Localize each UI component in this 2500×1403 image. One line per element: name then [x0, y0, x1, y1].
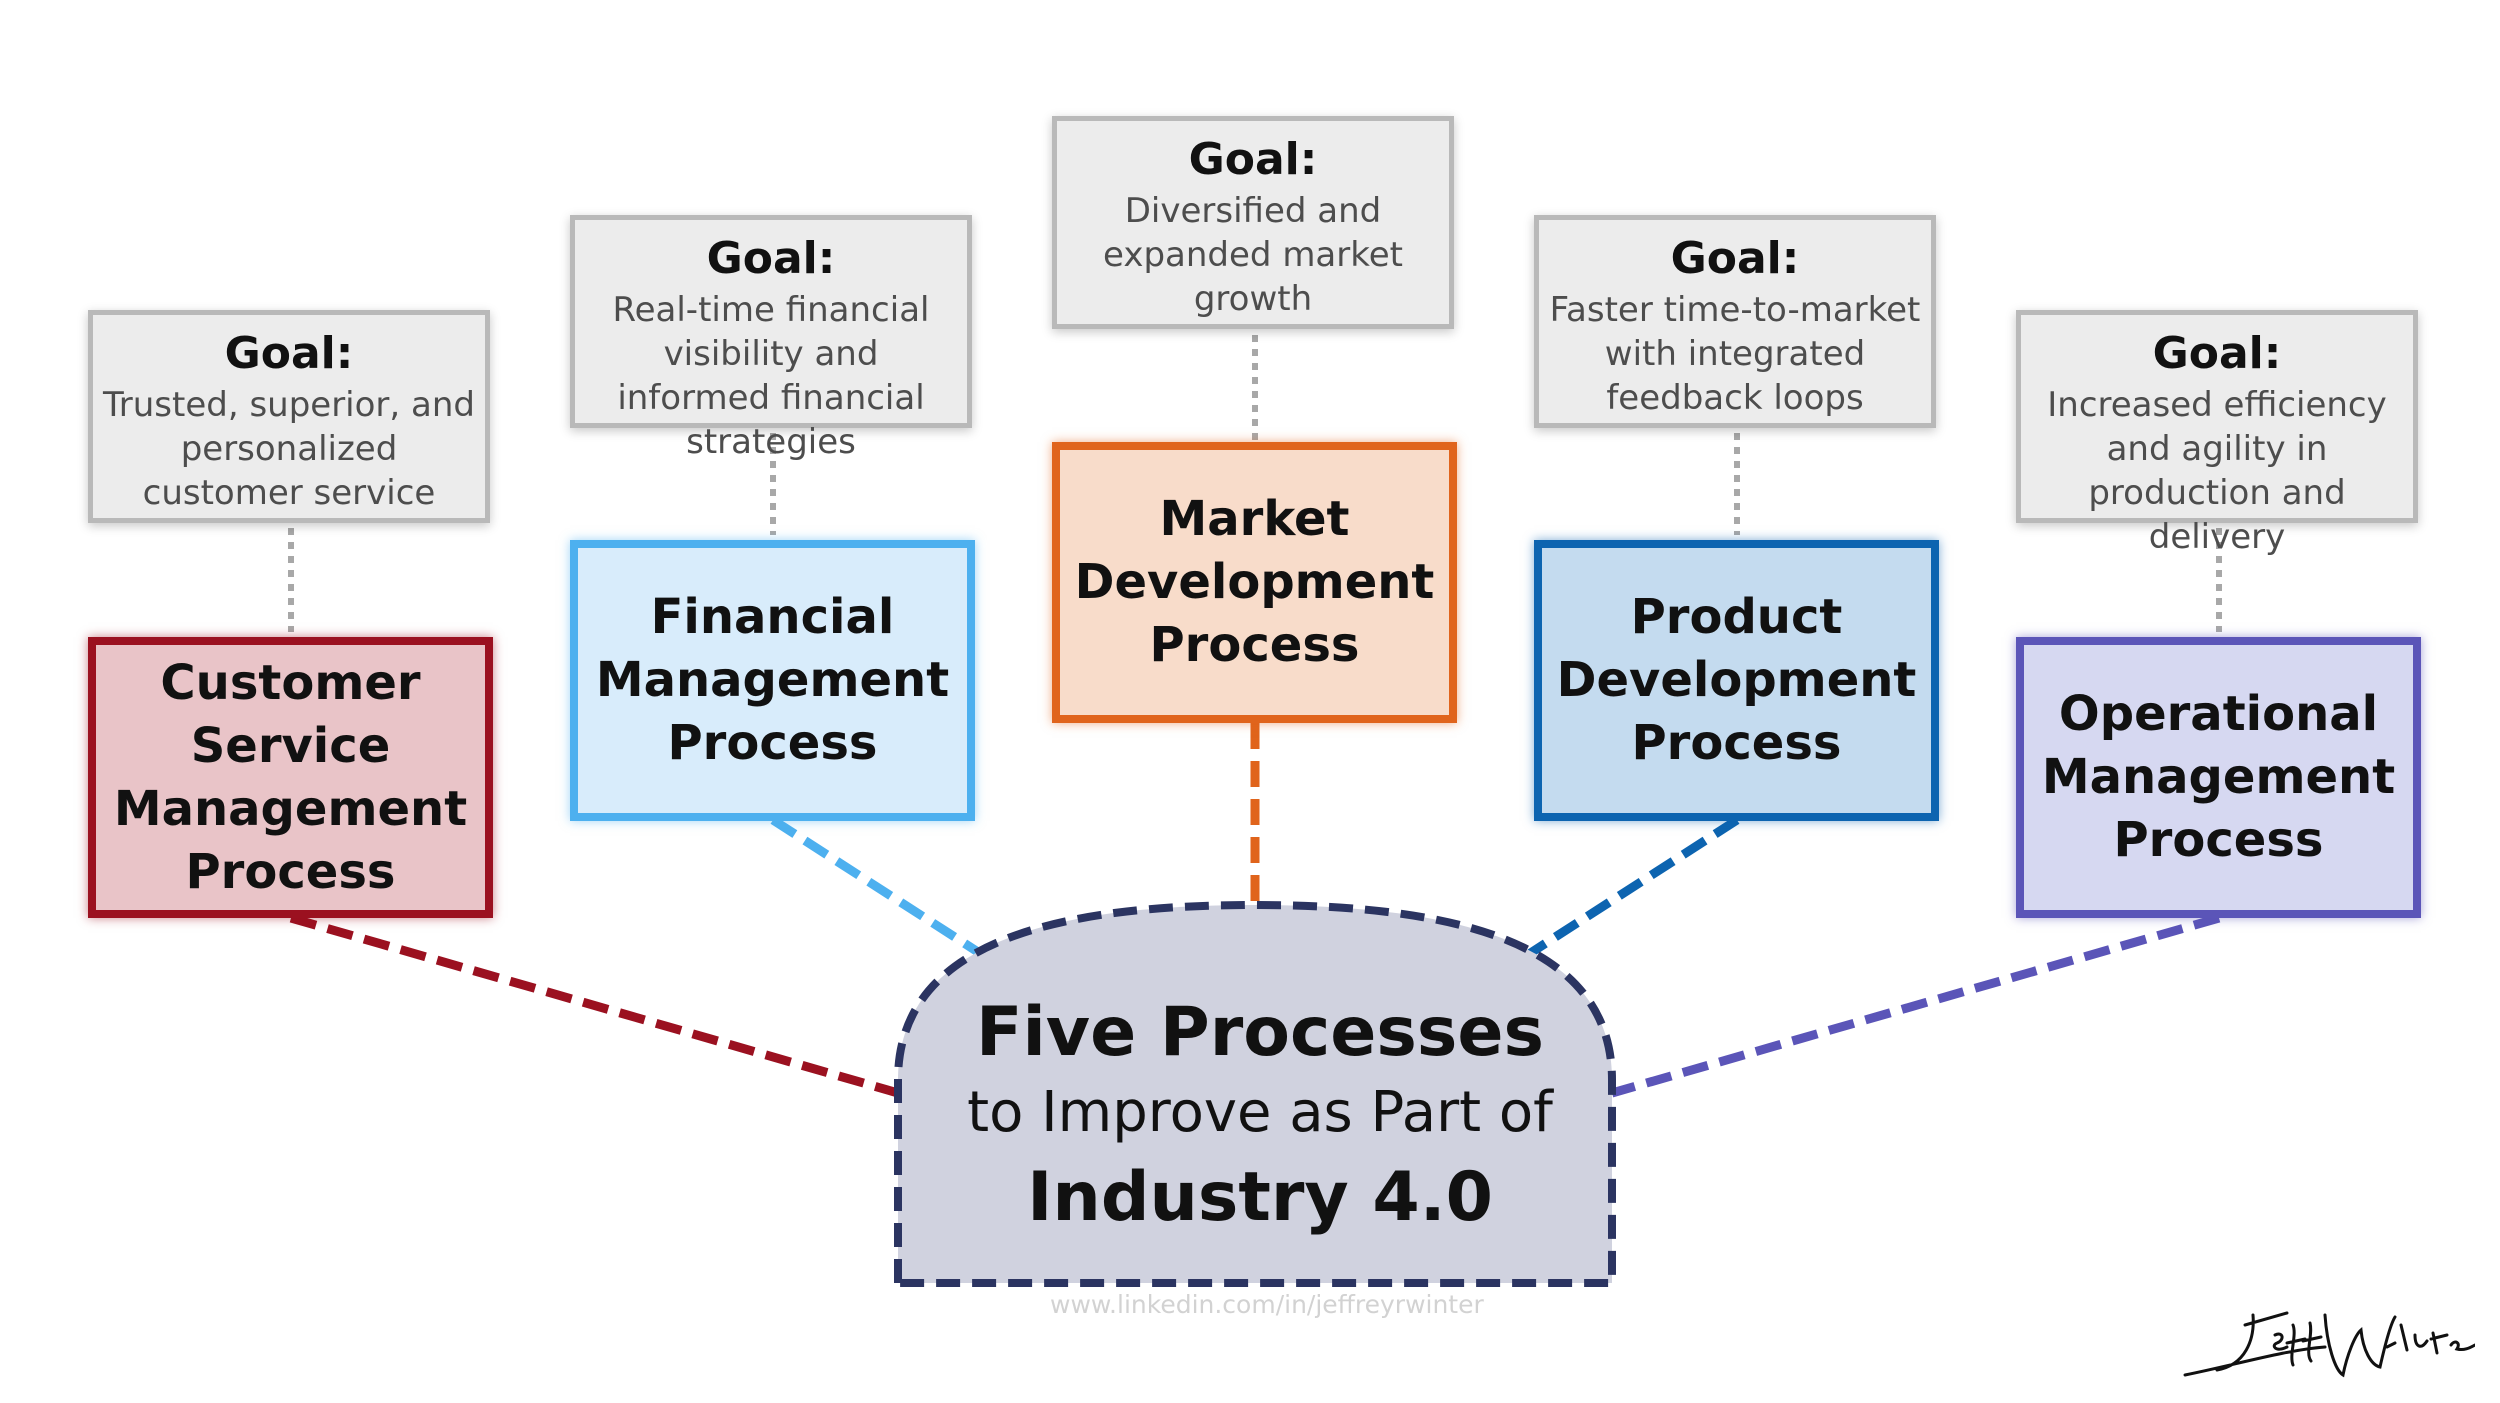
- hub-title-line2: to Improve as Part of: [967, 1080, 1553, 1145]
- goal-label: Goal:: [1188, 134, 1318, 185]
- process-title: Customer Service Management Process: [113, 654, 468, 900]
- goal-label: Goal:: [2152, 328, 2282, 379]
- process-title: Operational Management Process: [2041, 686, 2396, 868]
- goal-label: Goal:: [706, 233, 836, 284]
- process-title: Financial Management Process: [595, 589, 950, 771]
- goal-box-operational: Goal: Increased efficiency and agility i…: [2016, 310, 2418, 557]
- process-box-market: Market Development Process: [1052, 442, 1457, 723]
- goal-text: Increased efficiency and agility in prod…: [2047, 385, 2387, 557]
- goal-box-market: Goal: Diversified and expanded market gr…: [1052, 116, 1454, 329]
- linkedin-watermark: www.linkedin.com/in/jeffreyrwinter: [1050, 1290, 1484, 1319]
- hub-title-line1: Five Processes: [976, 993, 1544, 1072]
- process-box-operational: Operational Management Process: [2016, 637, 2421, 918]
- process-title: Product Development Process: [1556, 589, 1917, 771]
- goal-label: Goal:: [224, 328, 354, 379]
- signature: [2183, 1311, 2475, 1378]
- goal-text: Faster time-to-market with integrated fe…: [1549, 290, 1921, 418]
- goal-text: Diversified and expanded market growth: [1103, 191, 1403, 319]
- hub-shape: [894, 900, 1616, 1287]
- hub-title-line3: Industry 4.0: [1027, 1158, 1493, 1237]
- goal-box-customer-service: Goal: Trusted, superior, and personalize…: [88, 310, 490, 523]
- hub-connector-1: [289, 913, 900, 1098]
- process-box-product: Product Development Process: [1534, 540, 1939, 821]
- process-title: Market Development Process: [1074, 491, 1435, 673]
- hub-connector-4: [1512, 816, 1740, 967]
- hub-connector-2: [770, 816, 998, 967]
- goal-text: Trusted, superior, and personalized cust…: [102, 385, 475, 513]
- process-box-customer-service: Customer Service Management Process: [88, 637, 493, 918]
- process-box-financial: Financial Management Process: [570, 540, 975, 821]
- goal-box-product: Goal: Faster time-to-market with integra…: [1534, 215, 1936, 428]
- goal-box-financial: Goal: Real-time financial visibility and…: [570, 215, 972, 462]
- goal-text: Real-time financial visibility and infor…: [612, 290, 930, 462]
- hub-connector-5: [1610, 913, 2221, 1098]
- goal-label: Goal:: [1670, 233, 1800, 284]
